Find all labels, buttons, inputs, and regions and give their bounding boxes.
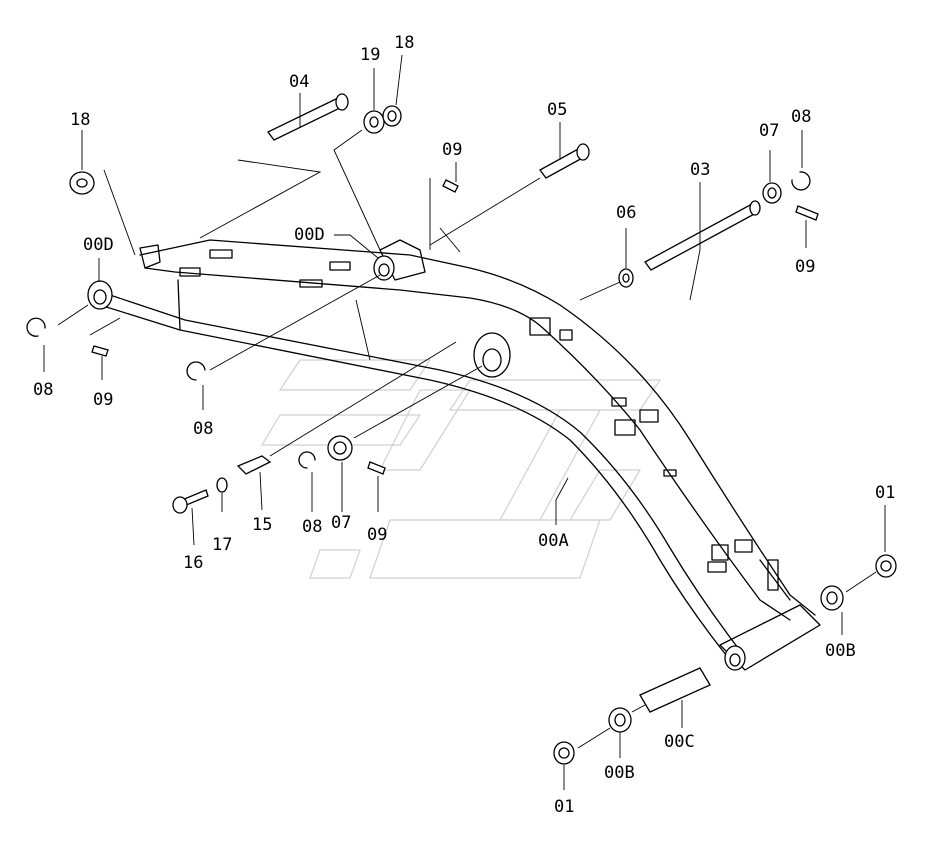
label-00C: 00C: [664, 732, 695, 752]
pin-00C: [639, 667, 711, 713]
watermark: [260, 359, 662, 579]
pin-03: [644, 203, 759, 271]
label-07-top: 07: [759, 121, 779, 141]
label-07-mid: 07: [331, 513, 351, 533]
label-00A: 00A: [538, 531, 569, 551]
label-00D-mid: 00D: [294, 225, 325, 245]
washer-17: [216, 477, 228, 493]
label-08-mid: 08: [193, 419, 213, 439]
label-19: 19: [360, 45, 380, 65]
pin-04: [267, 97, 345, 141]
plate-15: [236, 455, 272, 475]
parts: [26, 93, 897, 765]
label-18-left: 18: [70, 110, 90, 130]
label-09-right: 09: [795, 257, 815, 277]
label-18-top: 18: [394, 33, 414, 53]
label-04: 04: [289, 72, 309, 92]
label-00D-left: 00D: [83, 235, 114, 255]
snap-ring-08-left: [26, 317, 46, 337]
label-00B-right: 00B: [825, 641, 856, 661]
label-17: 17: [212, 535, 232, 555]
label-16: 16: [183, 553, 203, 573]
snap-ring-08-top: [791, 171, 811, 191]
snap-ring-08-mid: [186, 361, 206, 381]
label-09-left: 09: [93, 390, 113, 410]
snap-ring-08-center: [298, 451, 316, 469]
label-15: 15: [252, 515, 272, 535]
part-labels: 04 19 18 18 05 09 03 07 08 06 09 00D 00D…: [33, 33, 895, 817]
label-05: 05: [547, 100, 567, 120]
boom-body: [87, 239, 821, 671]
label-08-left: 08: [33, 380, 53, 400]
label-09-mid: 09: [367, 525, 387, 545]
label-00B-left: 00B: [604, 763, 635, 783]
label-09-top: 09: [442, 140, 462, 160]
label-03: 03: [690, 160, 710, 180]
label-01-left: 01: [554, 797, 574, 817]
leader-lines: [43, 54, 886, 790]
label-06: 06: [616, 203, 636, 223]
label-08-top: 08: [791, 107, 811, 127]
label-01-right: 01: [875, 483, 895, 503]
label-08-center: 08: [302, 517, 322, 537]
